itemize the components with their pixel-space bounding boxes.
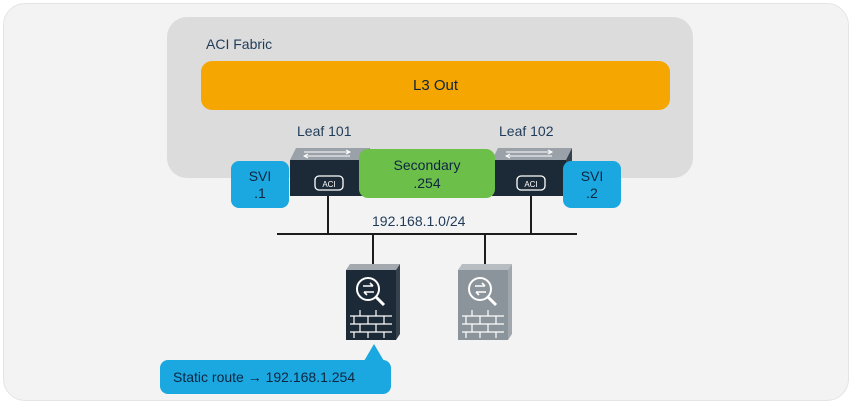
- secondary-address: .254: [413, 174, 441, 191]
- leaf-102-badge: ACI: [524, 180, 537, 189]
- static-route-callout: Static route → 192.168.1.254: [160, 360, 391, 394]
- svi-2-address: .2: [586, 184, 598, 201]
- leaf-101-label: Leaf 101: [297, 123, 352, 139]
- svi-1-title: SVI: [248, 167, 272, 184]
- firewall-icon: [458, 264, 512, 340]
- leaf-101-badge: ACI: [322, 180, 335, 189]
- leaf-102-label: Leaf 102: [499, 123, 554, 139]
- fabric-label: ACI Fabric: [206, 36, 273, 52]
- l3out-label: L3 Out: [412, 77, 459, 94]
- callout-pointer: [364, 344, 384, 361]
- firewall-icon: [346, 264, 400, 340]
- leaf-102-switch-icon: ACI: [492, 148, 572, 196]
- svi-1-box: SVI .1: [231, 161, 289, 208]
- secondary-ip-box: Secondary .254: [359, 149, 495, 198]
- svi-1-address: .1: [254, 184, 266, 201]
- svi-2-title: SVI: [580, 167, 604, 184]
- leaf-101-switch-icon: ACI: [290, 148, 370, 196]
- static-route-label: Static route → 192.168.1.254: [173, 369, 356, 385]
- secondary-title: Secondary: [393, 156, 461, 173]
- subnet-label: 192.168.1.0/24: [372, 213, 466, 229]
- svi-2-box: SVI .2: [563, 161, 621, 208]
- l3out-box: L3 Out: [201, 61, 670, 110]
